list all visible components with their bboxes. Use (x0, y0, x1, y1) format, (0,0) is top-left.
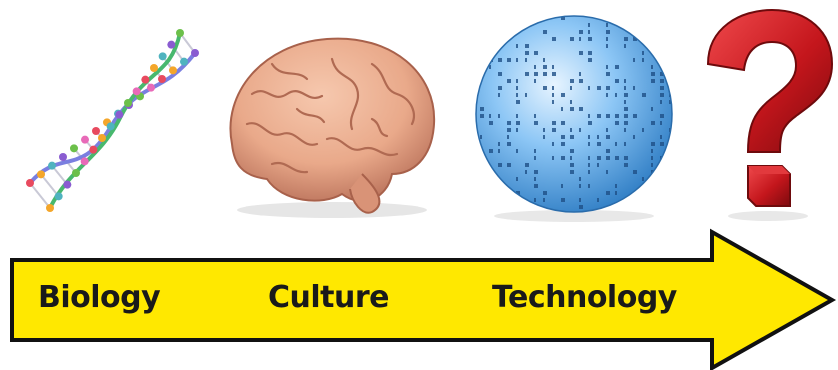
stage-label-culture: Culture (268, 280, 390, 315)
timeline-arrow (10, 228, 837, 370)
stage-label-technology: Technology (492, 280, 677, 315)
question-mark-icon (706, 8, 834, 221)
binary-globe-icon (475, 15, 673, 222)
dna-helix-icon (26, 29, 199, 212)
brain-icon (229, 37, 436, 218)
stage-label-biology: Biology (38, 280, 161, 315)
